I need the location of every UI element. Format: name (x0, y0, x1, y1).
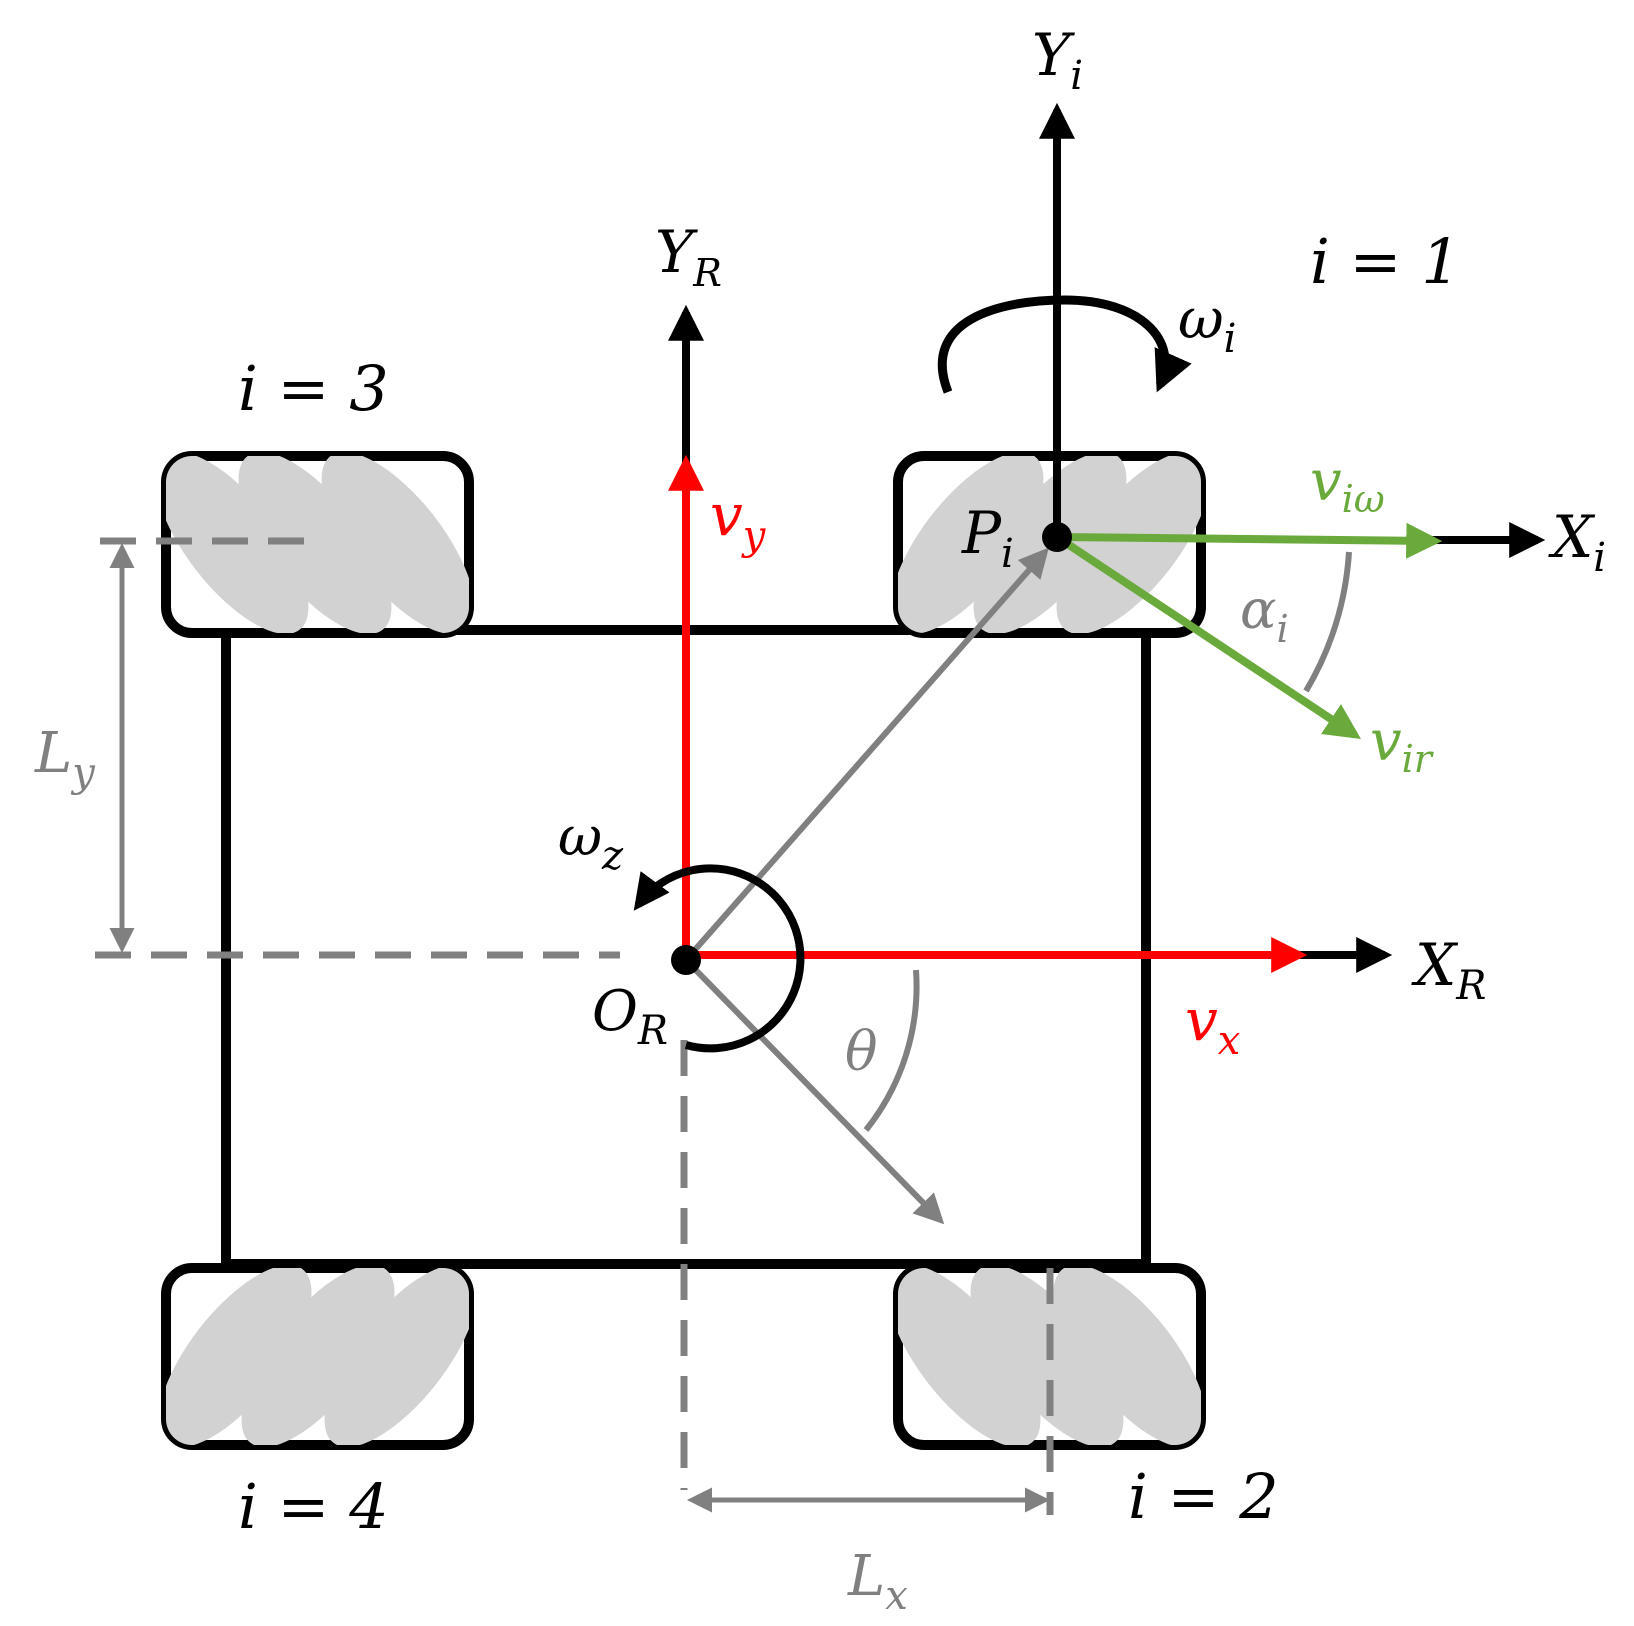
label-lx: Lx (847, 1544, 908, 1619)
label-xr: XR (1411, 931, 1486, 1009)
label-omega-z: ωz (558, 805, 624, 879)
label-pi: Pi (961, 499, 1014, 577)
point-or (671, 945, 701, 975)
wheel-4 (161, 1263, 474, 1450)
label-v-ir: vir (1370, 709, 1435, 781)
label-i2: i = 2 (1128, 1460, 1279, 1533)
v-ir-velocity-arrow (1054, 533, 1361, 739)
label-yr: YR (655, 218, 722, 295)
wheel-4-rollers (166, 1268, 469, 1445)
label-xi: Xi (1548, 503, 1606, 581)
label-theta: θ (845, 1020, 878, 1083)
label-ly: Ly (34, 721, 96, 796)
label-omega-i: ωi (1178, 287, 1236, 362)
label-vy: vy (710, 481, 767, 559)
reference-dashes (95, 537, 1054, 1515)
label-vx: vx (1185, 986, 1240, 1064)
omega-z-rotation-arrow (633, 864, 805, 1053)
label-alpha-i: αi (1240, 578, 1289, 651)
position-vector-pi (683, 547, 1049, 962)
wheel-3 (161, 451, 474, 638)
v-iw-velocity-arrow (1056, 522, 1443, 559)
alpha-arc (1303, 551, 1352, 693)
label-i4: i = 4 (238, 1470, 389, 1543)
label-or: OR (592, 979, 668, 1054)
theta-direction-vector (683, 957, 945, 1225)
label-i1: i = 1 (1310, 225, 1461, 298)
label-i3: i = 3 (238, 352, 389, 425)
omega-i-rotation-arrow (937, 295, 1192, 394)
label-v-iw: viω (1310, 449, 1385, 521)
theta-arc (863, 969, 920, 1132)
point-pi (1042, 522, 1072, 552)
label-yi: Yi (1032, 21, 1083, 99)
